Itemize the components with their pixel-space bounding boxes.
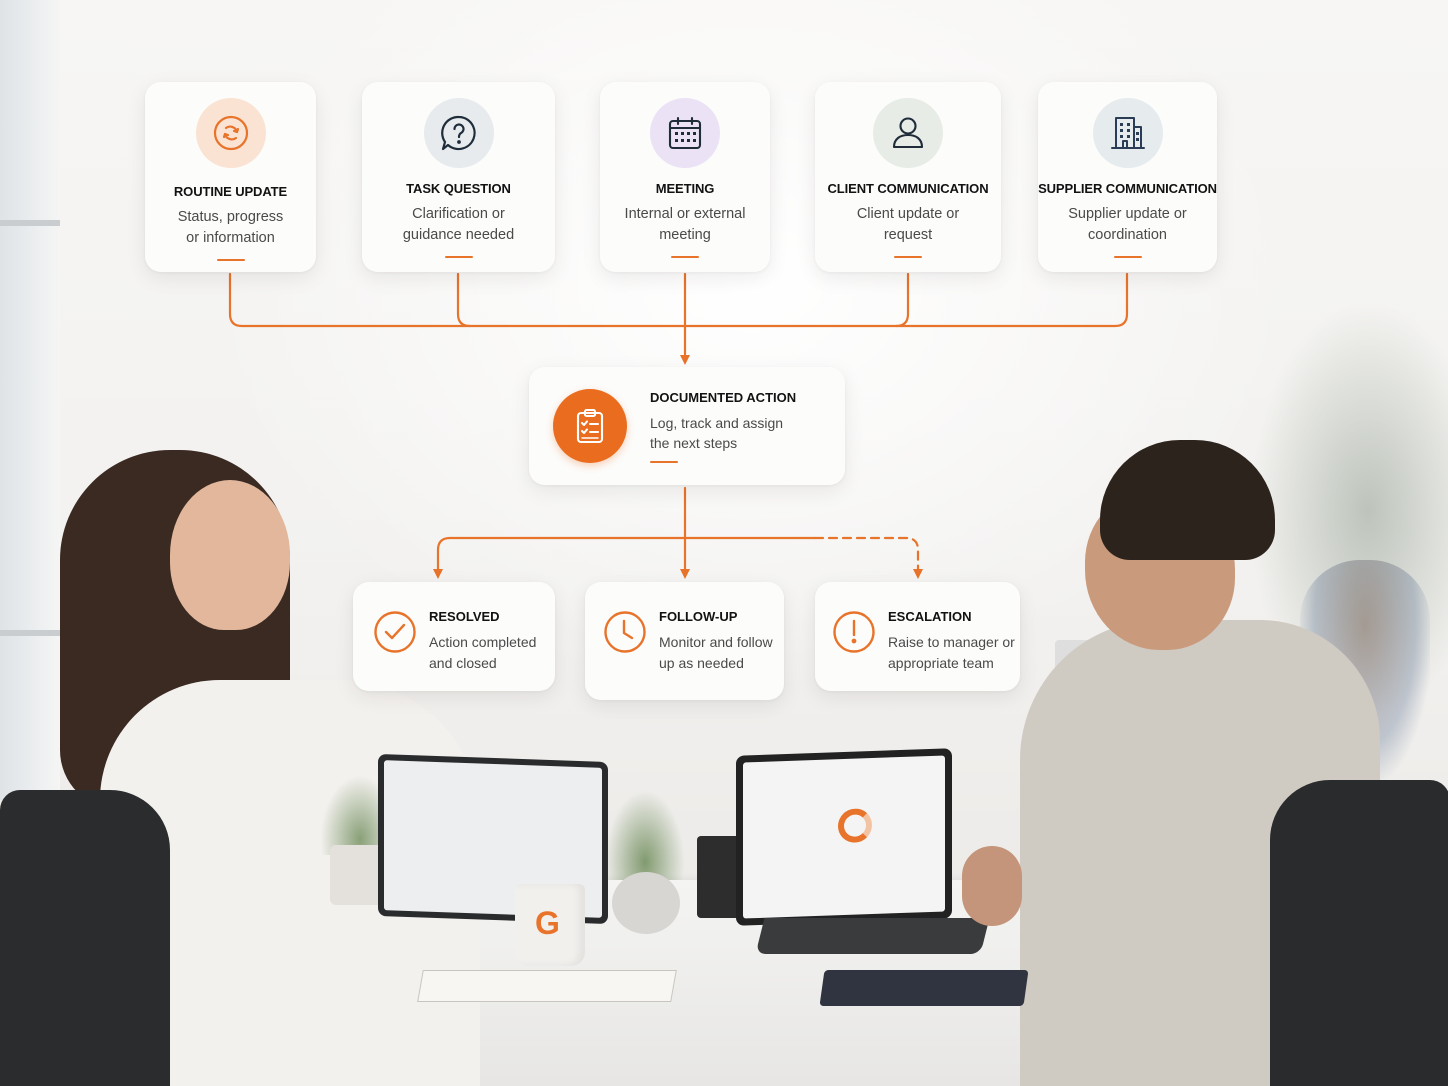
- accent-underline: [671, 256, 699, 258]
- card-description: Client update or request: [856, 206, 960, 243]
- card-description: Status, progress or information: [177, 209, 284, 246]
- card-title: ESCALATION: [888, 609, 972, 624]
- card-meeting: MEETING Internal or external meeting: [600, 82, 770, 272]
- accent-underline: [650, 460, 678, 463]
- arrow-to-resolved: [433, 536, 687, 579]
- clock-icon: [603, 610, 647, 659]
- potted-plant: [612, 872, 680, 934]
- calendar-icon: [650, 98, 720, 168]
- check-circle-icon: [373, 610, 417, 659]
- card-escalation: ESCALATION Raise to manager or appropria…: [815, 582, 1020, 691]
- card-title: RESOLVED: [429, 609, 500, 624]
- accent-underline: [444, 256, 473, 258]
- accent-underline: [1113, 256, 1142, 258]
- arrow-to-escalation-dashed: [813, 536, 923, 579]
- potted-plant-left: [330, 845, 386, 905]
- refresh-icon: [195, 98, 266, 168]
- woman-face: [170, 480, 290, 630]
- card-description: Raise to manager or appropriate team: [888, 634, 1015, 671]
- card-description: Clarification or guidance needed: [402, 206, 515, 243]
- card-task-question: TASK QUESTION Clarification or guidance …: [362, 82, 555, 272]
- connector-supplier-communication: [683, 272, 1129, 328]
- card-description: Action completed and closed: [429, 634, 537, 671]
- mug-logo: G: [535, 905, 560, 941]
- connector-routine-update: [228, 272, 687, 328]
- card-description: Internal or external meeting: [624, 206, 746, 243]
- connector-task-question: [456, 272, 472, 328]
- card-title: SUPPLIER COMMUNICATION: [1038, 181, 1217, 196]
- card-routine-update: ROUTINE UPDATE Status, progress or infor…: [145, 82, 316, 272]
- office-chair-left: [0, 790, 170, 1086]
- question-bubble-icon: [423, 98, 494, 168]
- accent-underline: [894, 256, 922, 258]
- card-title: FOLLOW-UP: [659, 609, 738, 624]
- card-title: MEETING: [655, 181, 715, 196]
- office-chair-right: [1270, 780, 1448, 1086]
- card-title: TASK QUESTION: [406, 181, 511, 196]
- card-description: Monitor and follow up as needed: [659, 634, 773, 671]
- card-client-communication: CLIENT COMMUNICATION Client update or re…: [815, 82, 1001, 272]
- card-title: DOCUMENTED ACTION: [650, 389, 797, 405]
- card-title: ROUTINE UPDATE: [173, 184, 288, 199]
- coffee-mug: [515, 884, 585, 966]
- card-resolved: RESOLVED Action completed and closed: [353, 582, 555, 691]
- connector-client-communication: [894, 272, 910, 328]
- card-follow-up: FOLLOW-UP Monitor and follow up as neede…: [585, 582, 784, 700]
- card-description: Supplier update or coordination: [1068, 206, 1187, 243]
- window: [0, 0, 60, 800]
- man-hair: [1100, 440, 1275, 560]
- card-title: CLIENT COMMUNICATION: [827, 181, 989, 196]
- card-description: Log, track and assign the next steps: [650, 414, 784, 451]
- accent-underline: [216, 259, 245, 261]
- card-documented-action: DOCUMENTED ACTION Log, track and assign …: [529, 367, 845, 485]
- card-supplier-communication: SUPPLIER COMMUNICATION Supplier update o…: [1038, 82, 1217, 272]
- building-icon: [1092, 98, 1163, 168]
- person-icon: [873, 98, 943, 168]
- exclamation-circle-icon: [832, 610, 876, 659]
- clipboard-checklist-icon: [553, 389, 627, 463]
